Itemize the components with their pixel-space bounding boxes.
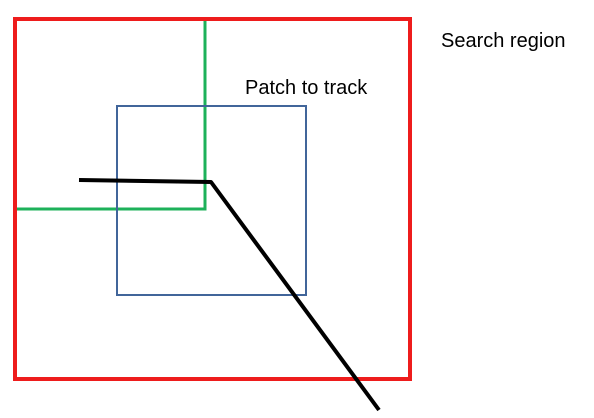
track-line bbox=[78, 178, 381, 412]
patch-box bbox=[116, 105, 307, 296]
search-region-box bbox=[13, 17, 412, 381]
search-region-label: Search region bbox=[441, 30, 566, 52]
green-corner-line bbox=[17, 21, 207, 211]
patch-to-track-label: Patch to track bbox=[245, 77, 368, 99]
